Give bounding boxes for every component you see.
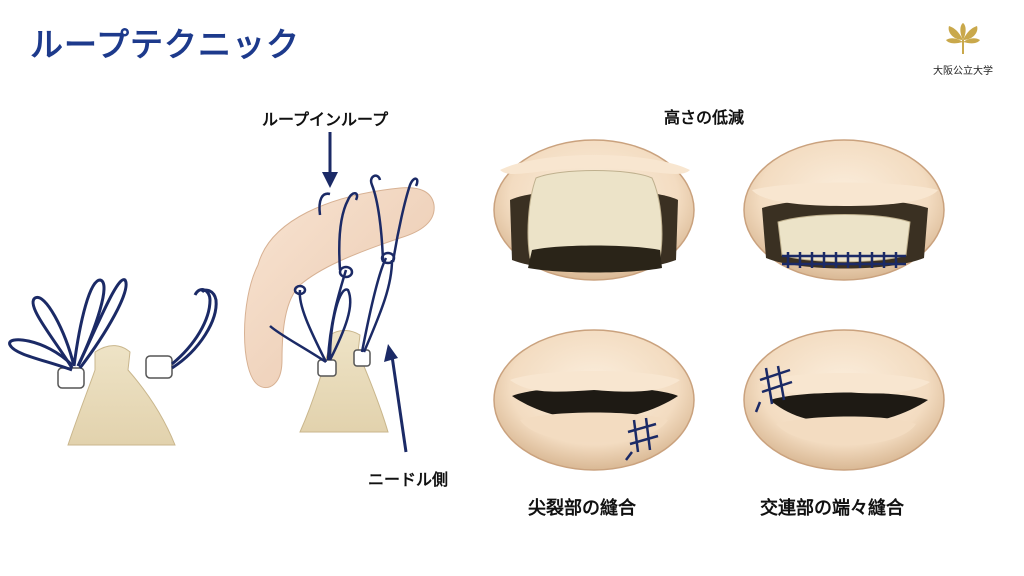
suture-loops-left (8, 278, 218, 372)
caption-commissure-suture: 交連部の端々縫合 (760, 498, 904, 519)
valve-height-reduced (743, 139, 945, 281)
page-title: ループテクニック (30, 25, 301, 64)
chordal-loops (269, 174, 419, 364)
university-logo: 大阪公立大学 (928, 22, 998, 77)
caption-cleft-suture: 尖裂部の縫合 (528, 498, 636, 519)
arrow-loop-in-loop (322, 132, 338, 188)
papillary-muscle-left (8, 278, 218, 446)
ginkgo-leaf-icon (946, 23, 980, 54)
pledget-left-b (145, 355, 173, 379)
arrow-needle-side (384, 344, 408, 453)
logo-text: 大阪公立大学 (933, 66, 993, 77)
label-needle-side: ニードル側 (368, 470, 449, 489)
valve-cleft-suture (493, 329, 695, 471)
papillary-muscle-middle (299, 330, 389, 433)
valve-commissure-suture (743, 329, 945, 471)
valve-before (493, 139, 695, 281)
label-loop-in-loop: ループインループ (262, 110, 389, 129)
label-height-reduction: 高さの低減 (664, 108, 745, 127)
